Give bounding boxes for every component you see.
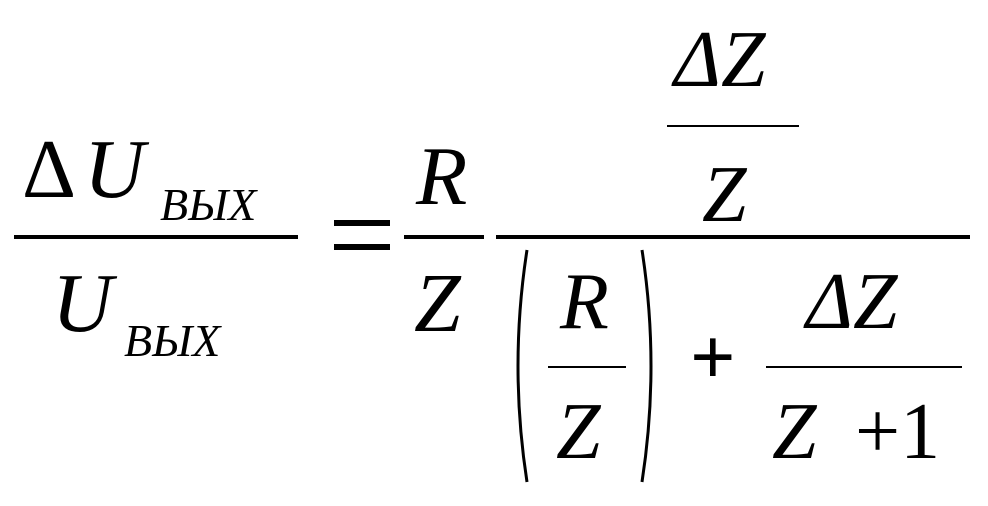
lhs-denominator-subscript: ВЫХ xyxy=(124,315,221,366)
equals-bar-top xyxy=(334,220,390,226)
main-numerator-top: ΔZ xyxy=(674,16,766,104)
coef-numerator: R xyxy=(416,130,468,223)
paren-fraction-bar xyxy=(548,366,626,368)
coef-denominator: Z xyxy=(414,257,461,350)
lhs-delta-symbol: Δ xyxy=(22,123,77,216)
right-fraction-denominator-rest: +1 xyxy=(855,388,941,476)
right-fraction-numerator: ΔZ xyxy=(806,258,898,346)
left-parenthesis xyxy=(516,249,529,483)
denominator-plus-sign: + xyxy=(690,314,736,402)
lhs-fraction-bar xyxy=(14,235,298,239)
main-fraction-bar xyxy=(496,235,970,239)
paren-fraction-numerator: R xyxy=(560,258,609,346)
lhs-numerator-subscript: ВЫХ xyxy=(160,179,257,230)
paren-fraction-denominator: Z xyxy=(556,388,601,476)
right-fraction-bar xyxy=(766,366,962,368)
equals-bar-bottom xyxy=(334,244,390,250)
coef-fraction-bar xyxy=(404,235,484,239)
main-numerator-bottom: Z xyxy=(702,151,747,239)
lhs-denominator-variable: U xyxy=(52,257,113,350)
right-parenthesis xyxy=(640,249,653,483)
main-numerator-inner-bar xyxy=(667,125,799,127)
lhs-numerator-variable: U xyxy=(84,123,145,216)
right-fraction-denominator-variable: Z xyxy=(772,388,817,476)
